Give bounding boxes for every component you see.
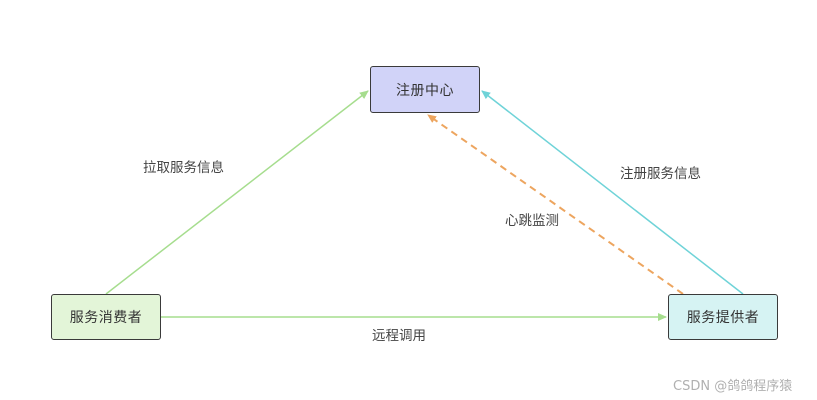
edge-register-service-info (481, 90, 744, 295)
node-provider-label: 服务提供者 (686, 310, 760, 326)
edge-label-rpc: 远程调用 (372, 328, 426, 344)
edge-pull-service-info (105, 90, 369, 295)
edge-label-pull: 拉取服务信息 (143, 160, 224, 176)
node-service-consumer: 服务消费者 (51, 294, 161, 340)
edge-label-heartbeat: 心跳监测 (505, 213, 559, 229)
node-registry-center: 注册中心 (370, 66, 480, 113)
edge-heartbeat (427, 114, 684, 295)
node-consumer-label: 服务消费者 (69, 310, 143, 326)
watermark: CSDN @鸽鸽程序猿 (673, 379, 793, 394)
node-service-provider: 服务提供者 (668, 294, 778, 340)
node-registry-label: 注册中心 (396, 82, 454, 99)
edge-label-register: 注册服务信息 (620, 166, 701, 182)
